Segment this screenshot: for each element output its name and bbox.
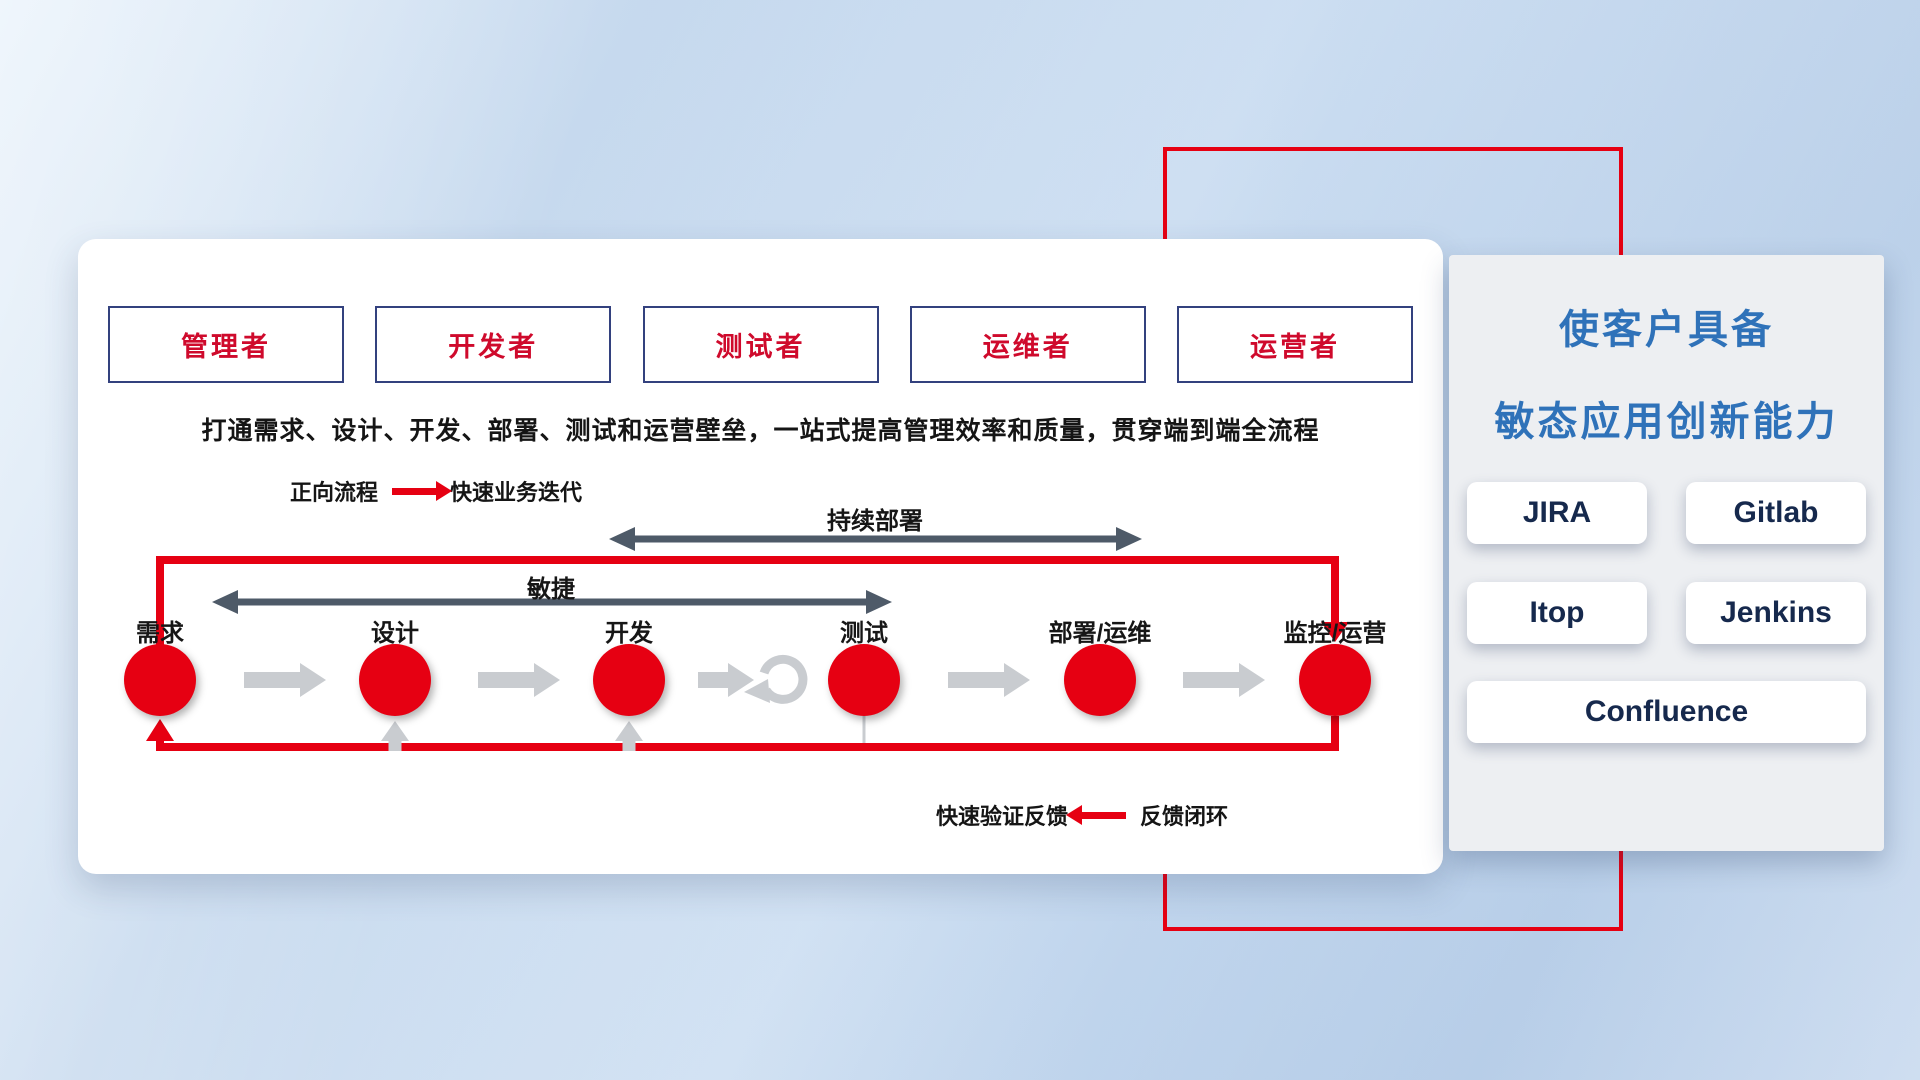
- panel-title-line2: 敏态应用创新能力: [1494, 400, 1839, 444]
- forward-arrow-icon: [392, 487, 437, 495]
- stage-arrowheads: [300, 663, 1265, 697]
- node-design: [359, 644, 431, 716]
- node-deploy-ops: [1064, 644, 1136, 716]
- tool-chip-gitlab: Gitlab: [1686, 482, 1866, 544]
- stage-label-monitor-operate: 监控/运营: [1283, 620, 1387, 647]
- node-requirement: [124, 644, 196, 716]
- stage-label-develop: 开发: [605, 620, 653, 647]
- role-box-manager: 管理者: [108, 306, 344, 383]
- feedback-loop-line: [156, 716, 1339, 751]
- feedback-arrow-icon: [1082, 811, 1127, 819]
- feedback-legend-label: 快速验证反馈: [936, 804, 1069, 829]
- agile-arrowhead-right-icon: [866, 590, 892, 614]
- iteration-loop-icon: [759, 654, 808, 704]
- role-row: 管理者 开发者 测试者 运维者 运营者: [108, 306, 1413, 383]
- forward-legend-value: 快速业务迭代: [450, 480, 583, 505]
- flow-diagram: [124, 527, 1371, 751]
- role-box-tester: 测试者: [642, 306, 879, 383]
- forward-loop-arrowhead-icon: [1321, 622, 1349, 642]
- role-label: 开发者: [448, 332, 539, 362]
- devops-flow-card: 管理者 开发者 测试者 运维者 运营者 打通需求、设计、开发、部署、测试和运营壁…: [78, 239, 1443, 874]
- forward-legend-label: 正向流程: [290, 480, 379, 505]
- role-label: 运维者: [982, 332, 1073, 362]
- stage-label-deploy-ops: 部署/运维: [1048, 620, 1152, 647]
- card-description: 打通需求、设计、开发、部署、测试和运营壁垒，一站式提高管理效率和质量，贯穿端到端…: [201, 417, 1320, 445]
- panel-title-line1: 使客户具备: [1559, 308, 1774, 352]
- stage-nodes: [124, 644, 1371, 716]
- feedback-loop-arrowhead-icon: [146, 719, 174, 741]
- forward-legend: 正向流程 快速业务迭代: [290, 475, 582, 507]
- feedback-legend-value: 反馈闭环: [1140, 804, 1229, 829]
- feedback-legend: 快速验证反馈 反馈闭环: [936, 799, 1228, 831]
- node-monitor-operate: [1299, 644, 1371, 716]
- role-label: 测试者: [715, 332, 806, 362]
- feedback-up-arrowhead-icon: [381, 721, 409, 741]
- role-box-developer: 开发者: [375, 306, 612, 383]
- continuous-deploy-label: 持续部署: [827, 508, 923, 535]
- iteration-loop-arrowhead-icon: [744, 679, 770, 703]
- role-box-ops: 运维者: [909, 306, 1146, 383]
- role-label: 运营者: [1250, 332, 1340, 362]
- tool-chip-itop: Itop: [1467, 582, 1647, 644]
- stage-label-requirement: 需求: [136, 620, 184, 647]
- feedback-up-arrowhead-icon: [615, 721, 643, 741]
- forward-loop-line: [156, 556, 1339, 645]
- tool-chip-jenkins: Jenkins: [1686, 582, 1866, 644]
- agile-label: 敏捷: [527, 576, 575, 603]
- role-label: 管理者: [181, 332, 271, 362]
- tool-chip-jira: JIRA: [1467, 482, 1647, 544]
- cd-arrowhead-left-icon: [609, 527, 635, 551]
- node-develop: [593, 644, 665, 716]
- node-test: [828, 644, 900, 716]
- tool-chip-confluence: Confluence: [1467, 681, 1866, 743]
- agile-arrowhead-left-icon: [212, 590, 238, 614]
- stage-label-design: 设计: [371, 620, 419, 647]
- cd-arrowhead-right-icon: [1116, 527, 1142, 551]
- role-box-operator: 运营者: [1177, 306, 1413, 383]
- capability-panel: 使客户具备 敏态应用创新能力 JIRA Gitlab Itop Jenkins …: [1449, 255, 1884, 851]
- stage-label-test: 测试: [840, 620, 888, 647]
